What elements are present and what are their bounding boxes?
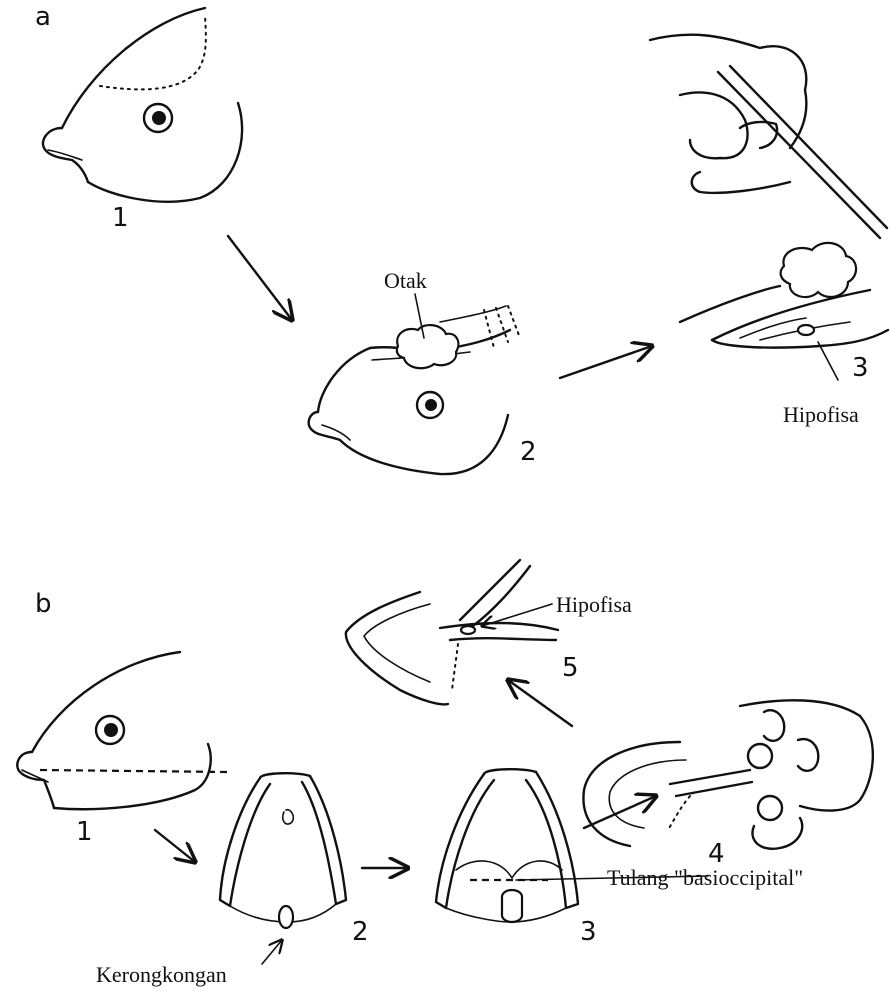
skull-base-line-lower [450,638,556,640]
pituitary-gland [798,325,814,335]
open-head-outer [583,742,680,846]
arrow-b4-to-b5 [508,680,572,726]
panel-a: a 1 Otak 2 [35,2,888,474]
arrow-a1-to-a2 [228,236,292,320]
panel-b-step1: 1 [76,817,93,847]
skull-inner [364,604,430,682]
brain-on-forceps [781,243,856,297]
pituitary-label-b: Hipofisa [556,592,632,617]
palate-top [484,769,536,774]
palate-top [260,773,310,778]
eye-pupil [425,399,437,411]
cut-line-dashed [40,770,228,772]
scale-lines [484,306,520,348]
hand-palm [740,700,873,810]
opened-head-outline [309,348,508,474]
panel-a-step2: 2 [520,437,537,467]
panel-b: b 1 2 Kerongkongan [17,560,873,987]
panel-a-hand-forceps [650,35,888,348]
pituitary-gland [461,626,475,634]
panel-a-fish-head [43,8,242,202]
head-outline-upper [62,8,205,128]
forceps-arm [470,566,530,628]
hand-thumb [752,818,802,849]
palate-right-jaw [302,776,346,904]
palate-mark [283,810,294,824]
basioccipital-curves [456,861,562,878]
palate-left-jaw [436,774,494,908]
pituitary-label-a: Hipofisa [783,402,859,427]
brain-label: Otak [384,268,427,293]
skull-base-line-upper [440,623,558,630]
cut-dotted [452,644,458,690]
scissor-ring-top [748,744,772,768]
skull-outline [346,592,448,704]
palate-right-jaw [526,772,578,908]
panel-a-step3: 3 [852,353,869,383]
panel-a-opened-head [309,306,520,474]
head-snout [17,752,54,808]
panel-b-letter: b [35,589,52,619]
cut-dotted [668,796,690,830]
throat-label: Kerongkongan [96,962,227,987]
palate-left-jaw [220,778,270,906]
basioccipital-bone [502,890,522,922]
panel-b-step3: 3 [580,917,597,947]
panel-b-step4: 4 [708,839,725,869]
head-outline-upper [32,652,180,752]
brain-shape [397,325,459,368]
cut-line-dotted [100,15,206,89]
panel-a-step1: 1 [112,203,129,233]
eye-pupil [104,723,118,737]
panel-b-step5: 5 [562,653,579,683]
arrow-b1-to-b2 [155,830,195,862]
panel-a-letter: a [35,2,51,32]
eye-pupil [152,111,166,125]
throat-leader-arrow [262,940,282,964]
hand-back [650,35,806,148]
throat-opening [279,906,293,928]
hand-finger-upper [680,93,748,159]
head-top-line [680,286,780,322]
spine-line [440,306,506,322]
panel-b-palate [220,773,346,928]
hand-finger [764,710,784,741]
hand-finger [798,739,818,771]
arrow-b3-to-b4 [584,796,656,828]
open-head-inner [609,760,686,828]
forceps-arm [718,66,887,238]
pituitary-leader-line-a [818,342,838,380]
hand-finger-lower [692,172,790,193]
panel-b-step2: 2 [352,917,369,947]
head-outline-lower [54,744,211,809]
panel-b-palate-basioccipital [436,769,578,922]
scissor-ring-bottom [758,796,782,820]
panel-b-fish-head [17,652,228,809]
panel-b-hand-scissors [583,700,872,849]
arrow-a2-to-a3 [560,346,652,378]
panel-b-skull-pituitary [346,560,558,704]
bone-label: Tulang "basioccipital" [607,865,803,890]
scissor-blades [670,770,752,796]
